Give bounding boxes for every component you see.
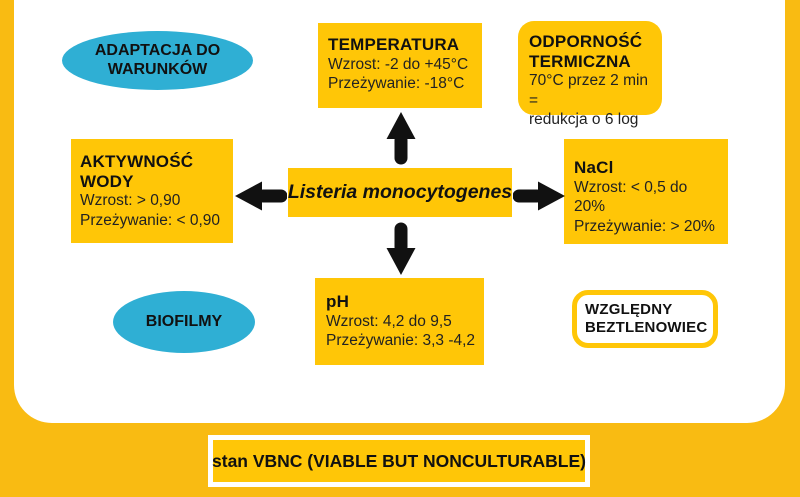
box-ph-growth: Wzrost: 4,2 do 9,5	[326, 312, 452, 330]
box-temperature: TEMPERATURA Wzrost: -2 do +45°C Przeżywa…	[318, 23, 482, 108]
box-nacl: NaCl Wzrost: < 0,5 do 20% Przeżywanie: >…	[564, 139, 728, 244]
arrow-down-icon	[385, 221, 417, 277]
arrow-up-icon	[385, 110, 417, 166]
box-ph-title: pH	[326, 292, 350, 311]
box-water-activity-growth: Wzrost: > 0,90	[80, 192, 181, 210]
box-ph-survival: Przeżywanie: 3,3 -4,2	[326, 332, 476, 350]
box-ph: pH Wzrost: 4,2 do 9,5 Przeżywanie: 3,3 -…	[315, 278, 484, 365]
box-thermal-resistance-line1: 70°C przez 2 min =	[529, 72, 649, 109]
box-anaerobe-title: WZGLĘDNY BEZTLENOWIEC	[585, 301, 708, 336]
box-thermal-resistance: ODPORNOŚĆ TERMICZNA 70°C przez 2 min = r…	[518, 21, 662, 128]
arrow-left-icon	[233, 180, 287, 212]
vbnc-banner: stan VBNC (VIABLE BUT NONCULTURABLE)	[208, 435, 590, 487]
box-temperature-title: TEMPERATURA	[328, 35, 460, 54]
box-water-activity: AKTYWNOŚĆ WODY Wzrost: > 0,90 Przeżywani…	[71, 139, 233, 243]
bubble-adaptation: ADAPTACJA DO WARUNKÓW	[62, 31, 253, 90]
box-nacl-survival: Przeżywanie: > 20%	[574, 217, 715, 235]
box-thermal-resistance-title: ODPORNOŚĆ TERMICZNA	[529, 32, 643, 71]
box-thermal-resistance-line2: redukcja o 6 log	[529, 111, 639, 129]
bubble-biofilms: BIOFILMY	[113, 291, 255, 353]
box-water-activity-title: AKTYWNOŚĆ WODY	[80, 152, 194, 191]
arrow-right-icon	[513, 180, 567, 212]
species-label: Listeria monocytogenes	[287, 181, 513, 203]
box-nacl-title: NaCl	[574, 158, 614, 177]
box-nacl-growth: Wzrost: < 0,5 do 20%	[574, 178, 688, 216]
box-center-species: Listeria monocytogenes	[288, 168, 512, 217]
box-temperature-growth: Wzrost: -2 do +45°C	[328, 55, 469, 73]
box-water-activity-survival: Przeżywanie: < 0,90	[80, 211, 221, 229]
box-anaerobe: WZGLĘDNY BEZTLENOWIEC	[572, 290, 718, 348]
vbnc-banner-label: stan VBNC (VIABLE BUT NONCULTURABLE)	[212, 450, 586, 471]
box-temperature-survival: Przeżywanie: -18°C	[328, 75, 465, 93]
